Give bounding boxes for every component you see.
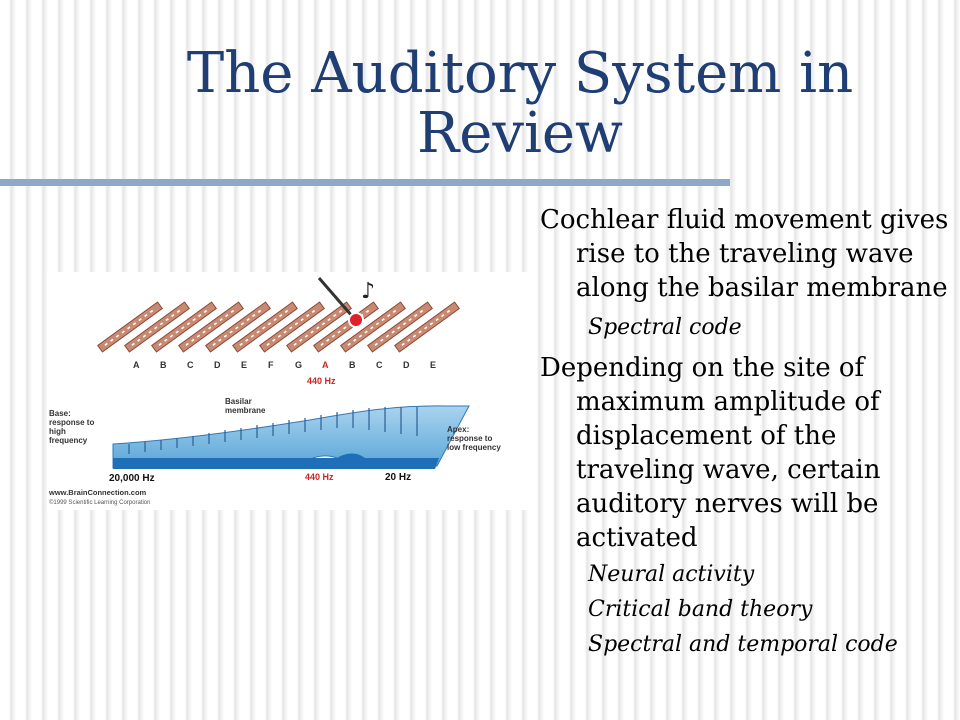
peak-frequency: 440 Hz [305,472,334,482]
frequency-label-top: 440 Hz [307,376,336,386]
svg-text:response to: response to [49,418,94,427]
key-label: G [295,360,302,370]
xylophone-bar [124,301,190,353]
mallet-stick [317,277,354,317]
key-label: D [403,360,410,370]
xylophone-bar [259,301,325,353]
svg-text:low frequency: low frequency [447,443,501,452]
key-label: E [430,360,436,370]
apex-label: Apex: [447,425,469,434]
key-label: B [160,360,167,370]
xylophone-bar [394,301,460,353]
bullet-2: Depending on the site of maximum amplitu… [540,353,881,553]
xylophone-bar [178,301,244,353]
xylophone-bar [313,301,379,353]
mallet-head [348,312,364,328]
key-label: C [187,360,194,370]
music-note-icon: ♪ [361,279,375,304]
membrane-label-2: membrane [225,406,266,415]
xylophone-bar [340,301,406,353]
key-label: C [376,360,383,370]
slide-title: The Auditory System in Review [186,41,854,166]
xylophone-bar [97,301,163,353]
credit-text: www.BrainConnection.com [48,488,147,497]
svg-text:frequency: frequency [49,436,88,445]
xylophone-bar [232,301,298,353]
key-label: F [268,360,274,370]
auditory-figure: ♪ A B C D E F G A B C D E 440 Hz [47,272,530,510]
sub-bullet-spectral-temporal: Spectral and temporal code [588,632,898,657]
sub-bullet-critical-band: Critical band theory [588,597,813,622]
key-label: A [133,360,140,370]
membrane-base [113,453,439,469]
slide-body: Cochlear fluid movement gives rise to th… [540,203,950,660]
membrane-label: Basilar [225,397,252,406]
xylophone-bar [151,301,217,353]
key-label: E [241,360,247,370]
xylophone-bar [205,301,271,353]
base-label: Base: [49,409,71,418]
svg-text:high: high [49,427,66,436]
title-divider [0,179,730,186]
xylophone-bar-highlighted [286,301,352,353]
sub-bullet-neural-activity: Neural activity [588,562,755,587]
membrane-hair-cells [128,407,418,454]
base-frequency: 20,000 Hz [109,473,155,484]
sub-bullet-spectral-code: Spectral code [588,315,742,340]
key-label: D [214,360,221,370]
key-label-highlighted: A [322,360,329,370]
copyright-text: ©1999 Scientific Learning Corporation [49,499,150,506]
key-label: B [349,360,356,370]
xylophone-bars [97,301,460,353]
xylophone-bar [367,301,433,353]
bullet-1: Cochlear fluid movement gives rise to th… [540,205,949,303]
svg-text:response to: response to [447,434,492,443]
apex-frequency: 20 Hz [385,472,411,483]
